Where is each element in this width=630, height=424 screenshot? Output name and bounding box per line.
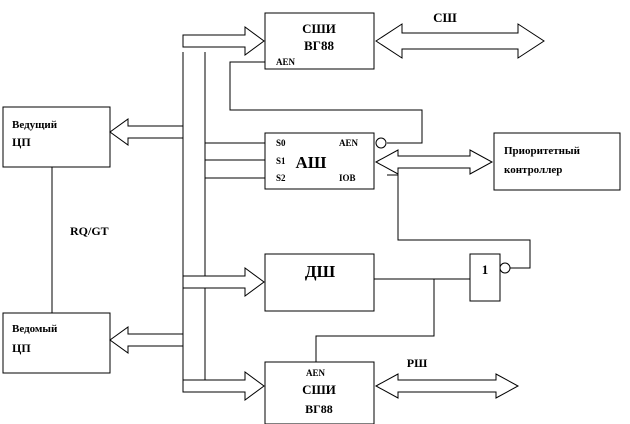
sshi-bottom-aen-pin: AEN: [306, 368, 326, 378]
arrow-rsh-bus: [374, 373, 520, 399]
arrow-bus-to-dsh: [182, 267, 265, 297]
priority-controller-subtitle: контроллер: [504, 164, 562, 176]
sh-label: СШ: [433, 10, 457, 25]
inverter-output-bubble: [499, 262, 511, 274]
priority-controller-block: [493, 132, 621, 191]
sshi-top-subtitle: ВГ88: [304, 38, 334, 53]
priority-controller-title: Приоритетный: [504, 145, 581, 157]
dsh-title: ДШ: [305, 262, 336, 281]
inverter-label: 1: [482, 262, 489, 277]
sshi-bottom-block: [264, 361, 375, 424]
arrow-sh-bus: [375, 23, 545, 59]
iob-wire: [387, 174, 531, 269]
sshi-bottom-title: СШИ: [302, 382, 336, 397]
aen-bottom-wire: [315, 279, 435, 362]
sshi-top-aen-pin: AEN: [276, 57, 296, 67]
sshi-top-block: [264, 12, 375, 70]
arrow-bus-to-slave-cpu: [109, 326, 184, 354]
sshi-top-title: СШИ: [302, 21, 336, 36]
sshi-bottom-subtitle: ВГ88: [305, 402, 333, 416]
ash-s2-pin: S2: [276, 173, 286, 183]
master-cpu-subtitle: ЦП: [12, 135, 31, 149]
ash-title: АШ: [296, 153, 327, 172]
ash-s1-pin: S1: [276, 156, 286, 166]
slave-cpu-title: Ведомый: [12, 323, 58, 335]
rqgt-label: RQ/GT: [70, 224, 109, 238]
dsh-block: [264, 253, 375, 312]
inverter-gate: [469, 253, 501, 302]
slave-cpu-block: [2, 312, 111, 374]
ash-block: [264, 132, 375, 190]
master-cpu-block: [2, 106, 111, 168]
ash-iob-pin: IOB: [339, 173, 356, 183]
aen-wire: [229, 61, 423, 144]
arrow-priority-link: [374, 149, 494, 175]
arrow-bus-to-sshi-top: [182, 26, 265, 56]
ash-s0-pin: S0: [276, 138, 286, 148]
master-cpu-title: Ведущий: [12, 119, 58, 131]
arrow-bus-to-master-cpu: [109, 118, 184, 146]
ash-aen-pin: AEN: [339, 138, 359, 148]
slave-cpu-subtitle: ЦП: [12, 341, 31, 355]
aen-inversion-bubble: [375, 137, 387, 149]
arrow-bus-to-sshi-bottom: [182, 371, 265, 401]
rsh-label: РШ: [407, 356, 428, 370]
